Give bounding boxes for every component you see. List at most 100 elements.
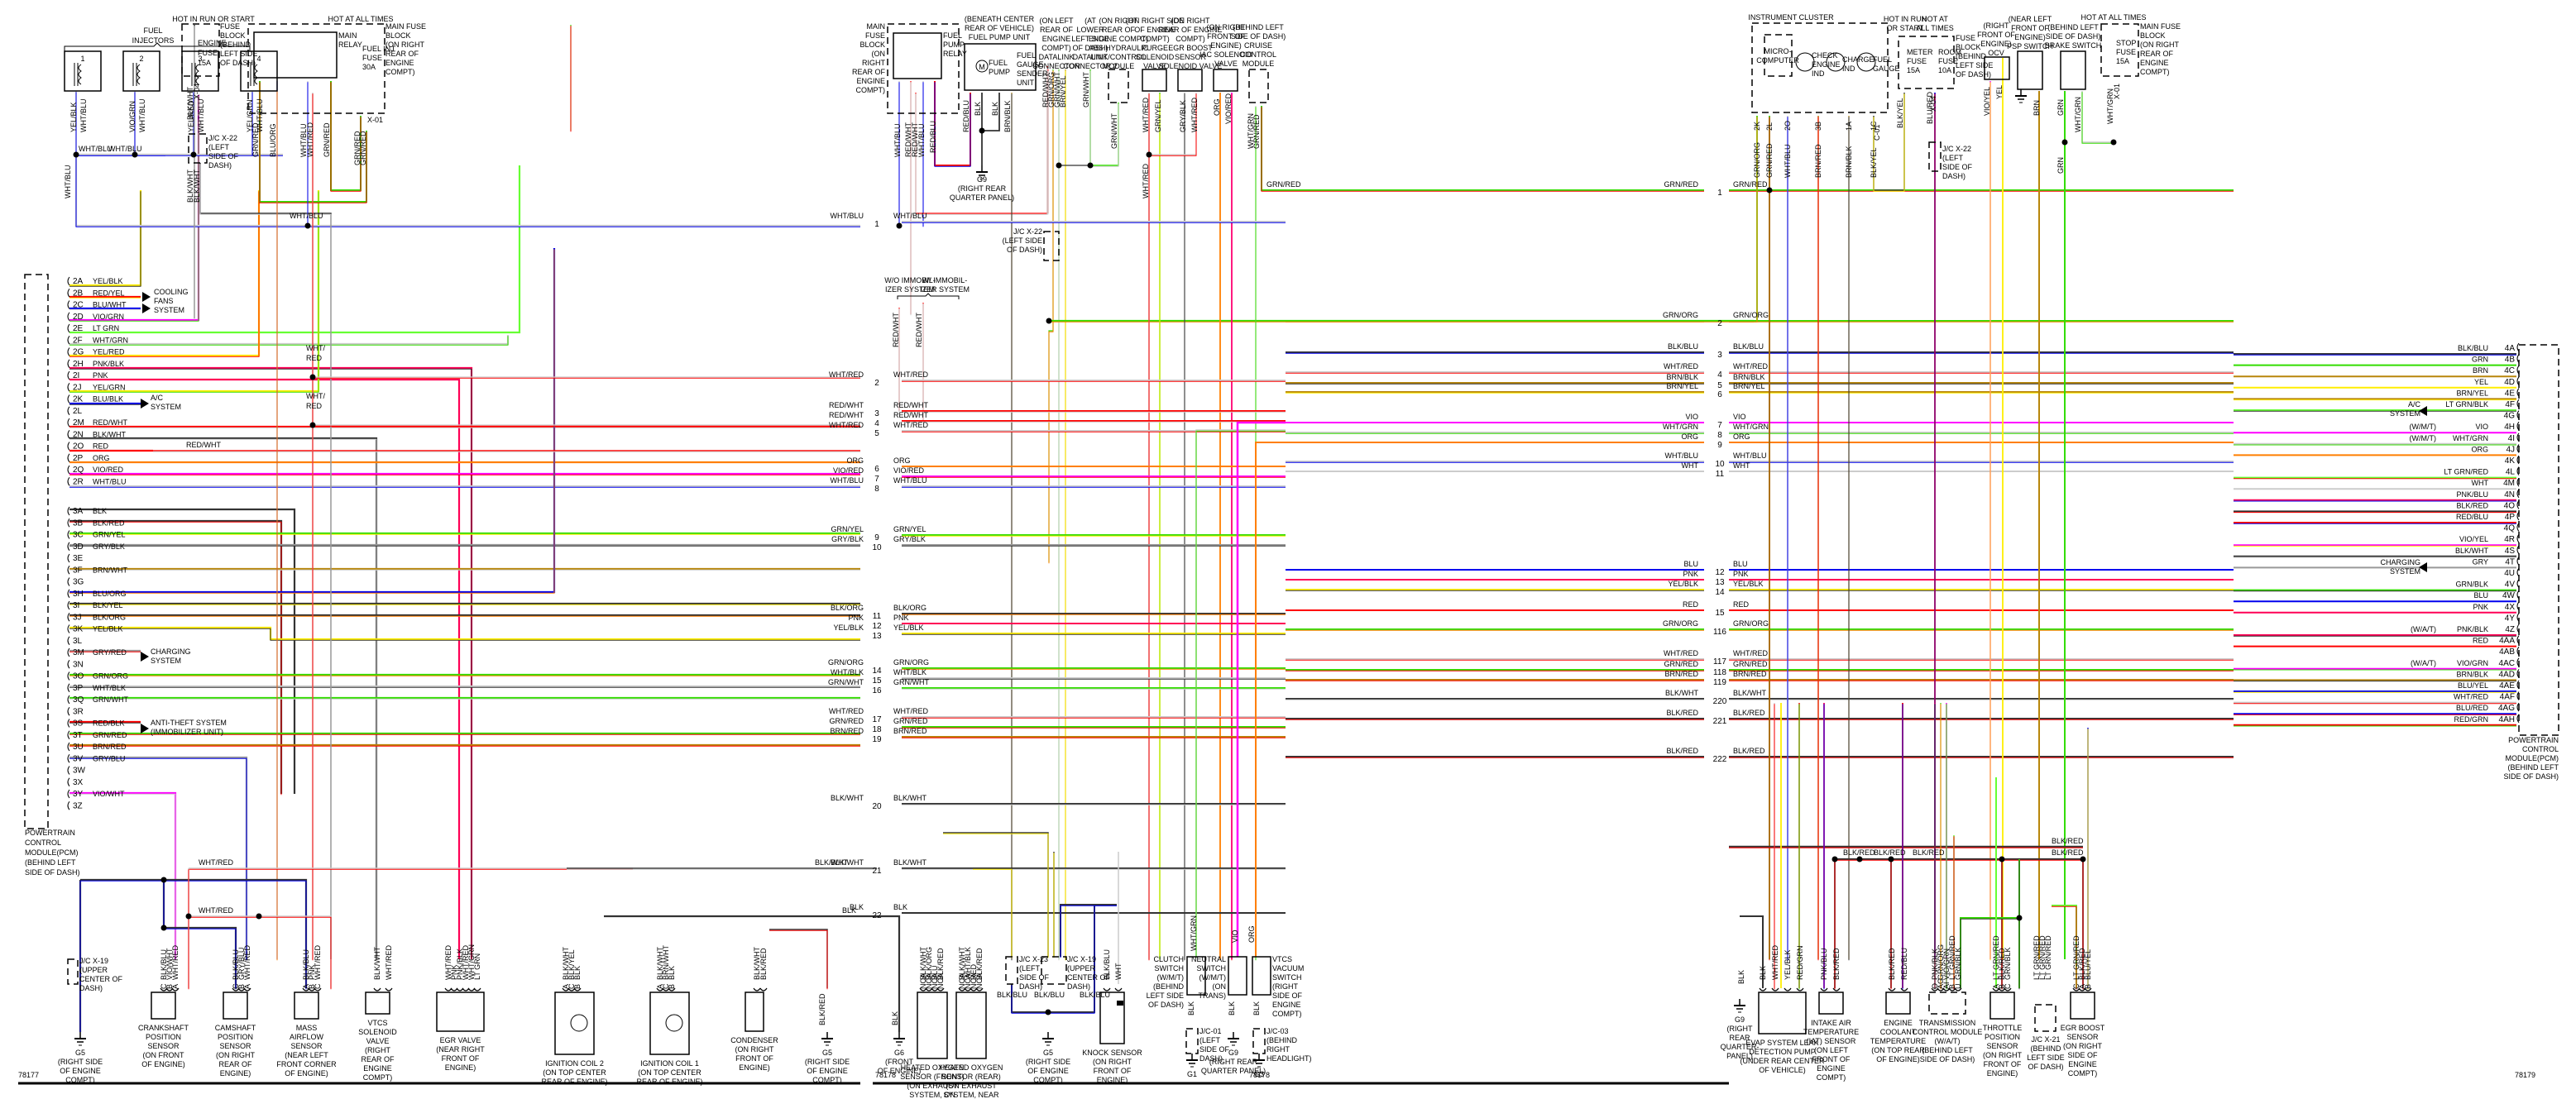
- pcm-right-wire-label: BRN/YEL: [2456, 389, 2488, 397]
- pcm-pin-terminal: [67, 683, 70, 693]
- conn2-pin-number: 4: [1717, 370, 1722, 380]
- datalink2-title: LEFT SIDE: [1071, 35, 1108, 43]
- main-fuse-block-label: MAIN FUSE: [2140, 22, 2181, 31]
- conn2-right-wire-label: BLU: [1733, 560, 1748, 568]
- injector-wire-label: YEL/BLK: [69, 102, 78, 132]
- conn-pin-number: 3: [874, 409, 879, 418]
- wire-label: GRN/BLK: [1954, 947, 1962, 980]
- pcm-pin-2g: 2G: [73, 348, 84, 357]
- jc-03-label: (BEHIND: [1266, 1036, 1298, 1044]
- conn-left-wire-label: WHT/RED: [829, 707, 864, 715]
- iac-title: (ON RIGHT: [1207, 23, 1246, 31]
- vtcs-solenoid-title: SOLENOID: [358, 1028, 397, 1036]
- conn2-pin-number: 2: [1717, 319, 1722, 328]
- jc-x21-label: OF DASH): [2028, 1063, 2063, 1071]
- pcm-wire-label: PNK/BLK: [93, 360, 124, 368]
- pcm-right-wire-label: WHT: [2472, 479, 2489, 487]
- evap-pump-title: (UNDER REAR CENTER: [1740, 1057, 1825, 1065]
- pcm-left-title: POWERTRAIN: [25, 829, 75, 837]
- ignition-coil-2-title: REAR OF ENGINE): [541, 1077, 607, 1086]
- pcm-pin-terminal: [67, 766, 70, 775]
- condenser-blk-red: [769, 929, 828, 988]
- fuel-gauge-sender-label: SENDER: [1017, 69, 1048, 78]
- pin-letter: C: [567, 983, 576, 989]
- conn2-left-wire-label: WHT/RED: [1664, 362, 1698, 370]
- pcm-pin-terminal: [2516, 489, 2520, 499]
- conn2-left-wire-label: WHT/RED: [1664, 649, 1698, 657]
- vtcs-vacuum-title: SWITCH: [1272, 973, 1302, 982]
- fuse-block-label: BLOCK: [220, 31, 246, 40]
- engine-fuse-block: [181, 23, 220, 77]
- pcm-right-wire-label: RED/BLU: [2456, 513, 2488, 521]
- pcm-wire-label: YEL/GRN: [93, 383, 126, 391]
- pcm-run-3k-tracer: [69, 628, 860, 641]
- wire-label: GRN/RED: [323, 122, 331, 157]
- blk-yel-x23-tracer: [973, 868, 1013, 958]
- datalink-title: DATALINK: [1039, 53, 1075, 61]
- pcm-right-pin-4af: 4AF: [2500, 693, 2515, 702]
- conn-right-wire-label: BLK/ORG: [893, 604, 926, 612]
- ocv-title: OCV: [1988, 49, 2004, 57]
- purge-solenoid-title: VALVE: [1143, 62, 1166, 70]
- pin-letter: C: [2004, 983, 2012, 989]
- pcm-right-pin-4q: 4Q: [2504, 524, 2516, 533]
- fuel-gauge-icon: [1856, 52, 1876, 72]
- pcm-pin-3m: 3M: [73, 648, 84, 657]
- egr-solenoid-box: [1177, 69, 1203, 92]
- camshaft-sensor-title: (ON RIGHT: [216, 1051, 255, 1059]
- wire-label: BLK: [1252, 1001, 1261, 1015]
- connector-id: C-01: [1873, 124, 1881, 141]
- pcm-pin-3u: 3U: [73, 743, 84, 752]
- pcm-right-title: SIDE OF DASH): [2503, 772, 2559, 781]
- conn-right-wire-label: BLK/WHT: [893, 858, 927, 867]
- charge-ind-label: CHARGE: [1842, 55, 1875, 64]
- pcm-pin-terminal: [2516, 680, 2520, 690]
- brake-switch-box: [2060, 50, 2086, 90]
- conn-pin-number: 11: [873, 612, 882, 621]
- jc-x22-label: SIDE OF: [208, 152, 239, 160]
- pcm-right-pin-4aa: 4AA: [2499, 637, 2515, 646]
- datalink2-title: CONNECTOR 2: [1063, 62, 1117, 70]
- cluster-pin-label: 2K: [1753, 122, 1761, 131]
- conn-pin-number: 1: [874, 220, 879, 229]
- pcm-right-pin-4ae: 4AE: [2499, 681, 2515, 690]
- jc-x22-c-label: DASH): [1942, 172, 1966, 180]
- pcm-pin-terminal: [2516, 657, 2520, 667]
- arrow-icon: [2419, 406, 2427, 416]
- purge-solenoid-title: PURGE: [1142, 44, 1168, 52]
- conn2-right-wire-label: YEL/BLK: [1733, 580, 1764, 588]
- pcm-pin-terminal: [67, 647, 70, 657]
- pcm-pin-terminal: [67, 589, 70, 599]
- injector-wire-label: WHT/BLU: [79, 99, 88, 133]
- main-fuse-block-label: FUSE: [865, 31, 885, 40]
- pcm-right-pin-4ad: 4AD: [2499, 670, 2515, 679]
- pcm-pin-terminal: [67, 347, 70, 356]
- meter-fuse-label: FUSE: [1907, 57, 1927, 65]
- piezo-element-icon: [1117, 1001, 1123, 1006]
- jc-x21-label: LEFT SIDE: [2027, 1054, 2064, 1062]
- conn-right-wire-label: GRN/RED: [893, 717, 928, 725]
- pcm-right-wire-label: GRN/BLK: [2455, 581, 2488, 589]
- ect-sensor-title: (ON TOP REAR: [1871, 1046, 1925, 1054]
- wire-label: WHT/RED: [444, 945, 452, 980]
- wire-label: LT GRN/RED: [2038, 935, 2047, 980]
- maf-sensor-title: FRONT CORNER: [276, 1060, 337, 1068]
- hot-in-run-label: OR START: [1887, 24, 1924, 32]
- pcm-pin-3d: 3D: [73, 542, 84, 552]
- g9-label: (RIGHT REAR: [1209, 1058, 1258, 1066]
- maf-sensor: [294, 991, 319, 1020]
- wire-label: BLK/WHT: [186, 169, 194, 203]
- pcm-pin-terminal: [2516, 567, 2520, 577]
- wire-label: BLK: [573, 966, 582, 980]
- fuel-pump-unit-box: [964, 43, 1037, 91]
- pin-letter: A: [656, 984, 664, 989]
- arrow-icon: [142, 303, 151, 313]
- pcm-wire-label: GRN/YEL: [93, 531, 126, 539]
- pcm-right-pin-4h: 4H: [2504, 423, 2515, 432]
- main-fuse-block-label: REAR OF: [385, 50, 419, 58]
- jc-x22-b-label: J/C X-22: [1013, 227, 1042, 236]
- abs-title: MODULE: [1103, 62, 1135, 70]
- pcm-wire-label: LT GRN: [93, 324, 119, 332]
- condenser-title: FRONT OF: [735, 1054, 773, 1063]
- pcm-pin-terminal: [67, 565, 70, 575]
